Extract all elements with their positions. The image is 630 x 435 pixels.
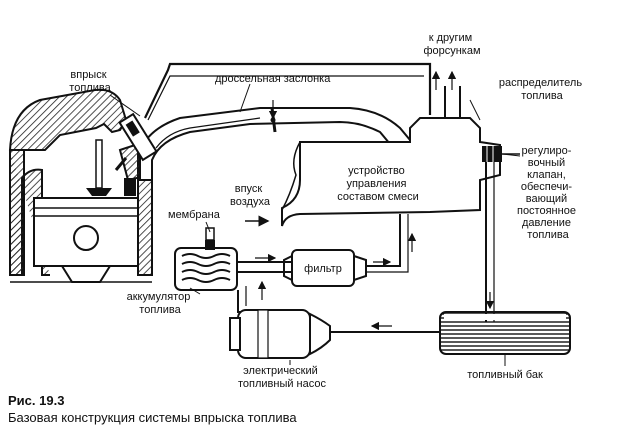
label-injection: впрыск топлива (69, 69, 111, 94)
return-line (485, 162, 495, 322)
label-membrane: мембрана (168, 209, 221, 221)
mixture-control-unit (281, 117, 501, 227)
label-to-injectors: к другим форсункам (423, 32, 480, 57)
pipe-filter-control (366, 214, 417, 273)
label-air-inlet: впуск воздуха (230, 183, 271, 208)
label-accumulator: аккумулятор топлива (127, 291, 194, 316)
label-mixture-control: устройство управления составом смеси (337, 165, 419, 203)
label-pump: электрический топливный насос (238, 365, 327, 390)
pipe-accumulator-filter (237, 253, 292, 273)
label-filter: фильтр (304, 263, 342, 275)
distributor-lines (431, 70, 461, 118)
pressure-regulator (482, 146, 520, 162)
fuel-accumulator (174, 227, 238, 291)
throttle-valve (268, 100, 278, 133)
fuel-injection-diagram: впрыск топлива дроссельная заслонка к др… (8, 32, 585, 390)
label-regulator: регулиро- вочный клапан, обеспечи- вающи… (517, 145, 579, 241)
label-tank: топливный бак (467, 369, 543, 381)
pipe-tank-pump (330, 321, 440, 333)
figure-number: Рис. 19.3 (8, 393, 65, 408)
electric-fuel-pump (229, 309, 331, 359)
fuel-tank (439, 311, 571, 355)
leader-lines (109, 83, 521, 366)
label-distributor: распределитель топлива (499, 77, 585, 102)
figure-caption: Базовая конструкция системы впрыска топл… (8, 410, 297, 425)
fuel-filter (283, 249, 367, 287)
fuel-injector (114, 112, 158, 171)
label-throttle: дроссельная заслонка (215, 73, 331, 85)
pipe-pump-accumulator (237, 280, 267, 313)
injector-fuel-line (144, 62, 432, 119)
